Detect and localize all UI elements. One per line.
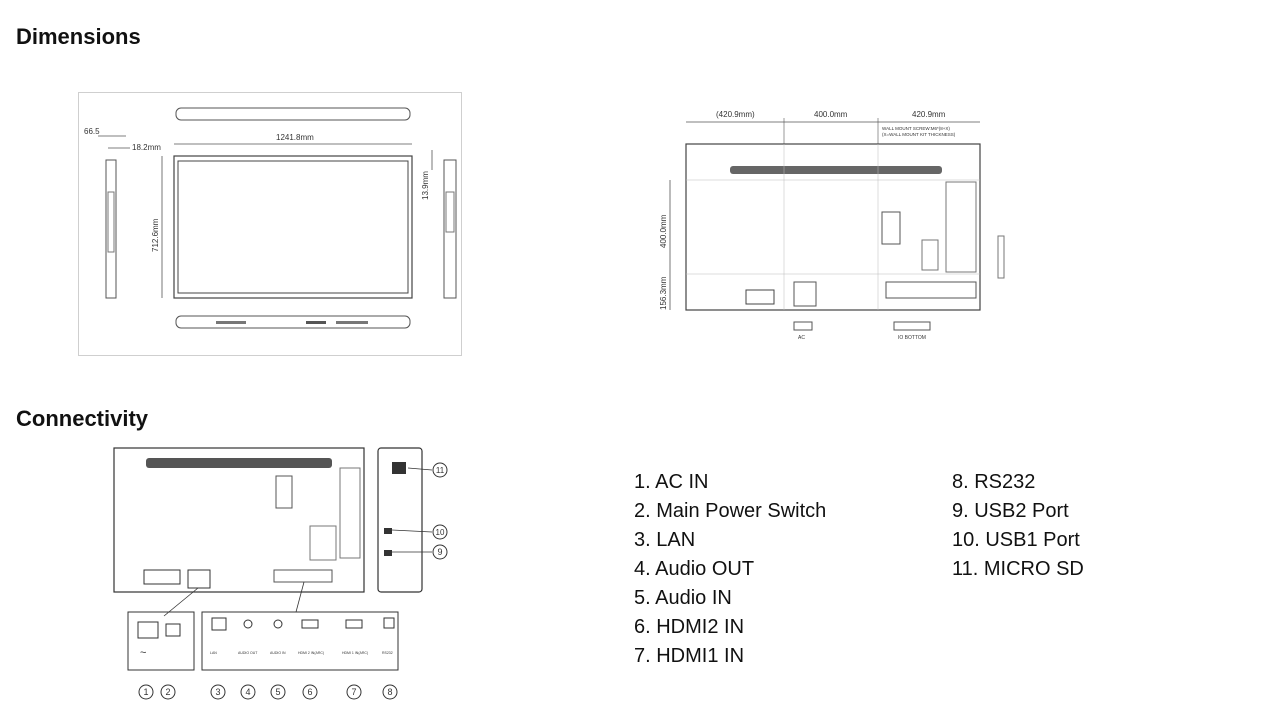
callout-11: 11: [432, 462, 448, 478]
wall-mount-note: WALL MOUNT SCREW:M6*(8+X): [882, 126, 950, 131]
callout-4: 4: [240, 684, 256, 700]
audio-in-jack-label: AUDIO IN: [270, 651, 286, 655]
width-label: 1241.8mm: [276, 133, 314, 142]
callout-6: 6: [302, 684, 318, 700]
ports-list-right: 8. RS232 9. USB2 Port 10. USB1 Port 11. …: [952, 468, 1084, 584]
svg-text:5: 5: [275, 687, 280, 697]
vesa-horizontal-label: 400.0mm: [814, 110, 848, 119]
list-item: 2. Main Power Switch: [634, 500, 827, 522]
svg-text:2: 2: [165, 687, 170, 697]
callout-3: 3: [210, 684, 226, 700]
svg-text:3: 3: [215, 687, 220, 697]
list-item: 3. LAN: [634, 529, 696, 551]
callout-2: 2: [160, 684, 176, 700]
height-label: 712.6mm: [151, 218, 160, 252]
vesa-vertical-label: 400.0mm: [659, 214, 668, 248]
audio-out-jack-label: AUDIO OUT: [238, 651, 258, 655]
dimensions-heading: Dimensions: [16, 24, 141, 49]
list-item: 7. HDMI1 IN: [634, 645, 745, 667]
svg-text:~: ~: [140, 647, 146, 659]
panel-depth-label: 18.2mm: [132, 143, 161, 152]
left-offset-label: (420.9mm): [716, 110, 755, 119]
ac-detail-label: AC: [798, 335, 805, 341]
svg-text:4: 4: [245, 687, 250, 697]
rs232-jack-label: RS232: [382, 651, 393, 655]
io-detail-label: IO BOTTOM: [898, 335, 926, 341]
side-depth-label: 66.5: [84, 127, 100, 136]
right-offset-label: 420.9mm: [912, 110, 946, 119]
list-item: 1. AC IN: [634, 471, 709, 493]
svg-text:7: 7: [351, 687, 356, 697]
callout-1: 1: [138, 684, 154, 700]
connectivity-heading: Connectivity: [16, 406, 149, 431]
bezel-label: 13.9mm: [421, 171, 430, 200]
bottom-offset-label: 156.3mm: [659, 276, 668, 310]
front-dimension-drawing: 66.5 18.2mm 1241.8mm 712.6mm 13.9mm: [78, 92, 462, 356]
list-item: 6. HDMI2 IN: [634, 616, 745, 638]
rear-dimension-drawing: (420.9mm) 400.0mm 420.9mm WALL MOUNT SCR…: [659, 110, 1005, 341]
ports-list-left: 1. AC IN 2. Main Power Switch 3. LAN 4. …: [634, 468, 826, 671]
svg-text:10: 10: [436, 528, 445, 537]
callout-7: 7: [346, 684, 362, 700]
list-item: 9. USB2 Port: [952, 500, 1069, 522]
callout-8: 8: [382, 684, 398, 700]
svg-text:6: 6: [307, 687, 312, 697]
list-item: 4. Audio OUT: [634, 558, 755, 580]
list-item: 5. Audio IN: [634, 587, 732, 609]
svg-text:11: 11: [436, 466, 445, 475]
hdmi2-jack-label: HDMI 2 IN(ARC): [298, 651, 324, 655]
svg-text:9: 9: [437, 547, 442, 557]
callout-5: 5: [270, 684, 286, 700]
list-item: 10. USB1 Port: [952, 529, 1080, 551]
list-item: 8. RS232: [952, 471, 1036, 493]
callout-10: 10: [432, 524, 448, 540]
wall-mount-note-2: (X=WALL MOUNT KIT THICKNESS): [882, 132, 956, 137]
callout-9: 9: [432, 544, 448, 560]
rear-panel-drawing: ~ LAN AUDIO OUT AUDIO IN HDMI 2 IN(ARC) …: [113, 447, 448, 700]
list-item: 11. MICRO SD: [952, 558, 1084, 580]
svg-text:1: 1: [143, 687, 148, 697]
lan-jack-label: LAN: [210, 651, 217, 655]
hdmi1-jack-label: HDMI 1 IN(ARC): [342, 651, 368, 655]
svg-text:8: 8: [387, 687, 392, 697]
